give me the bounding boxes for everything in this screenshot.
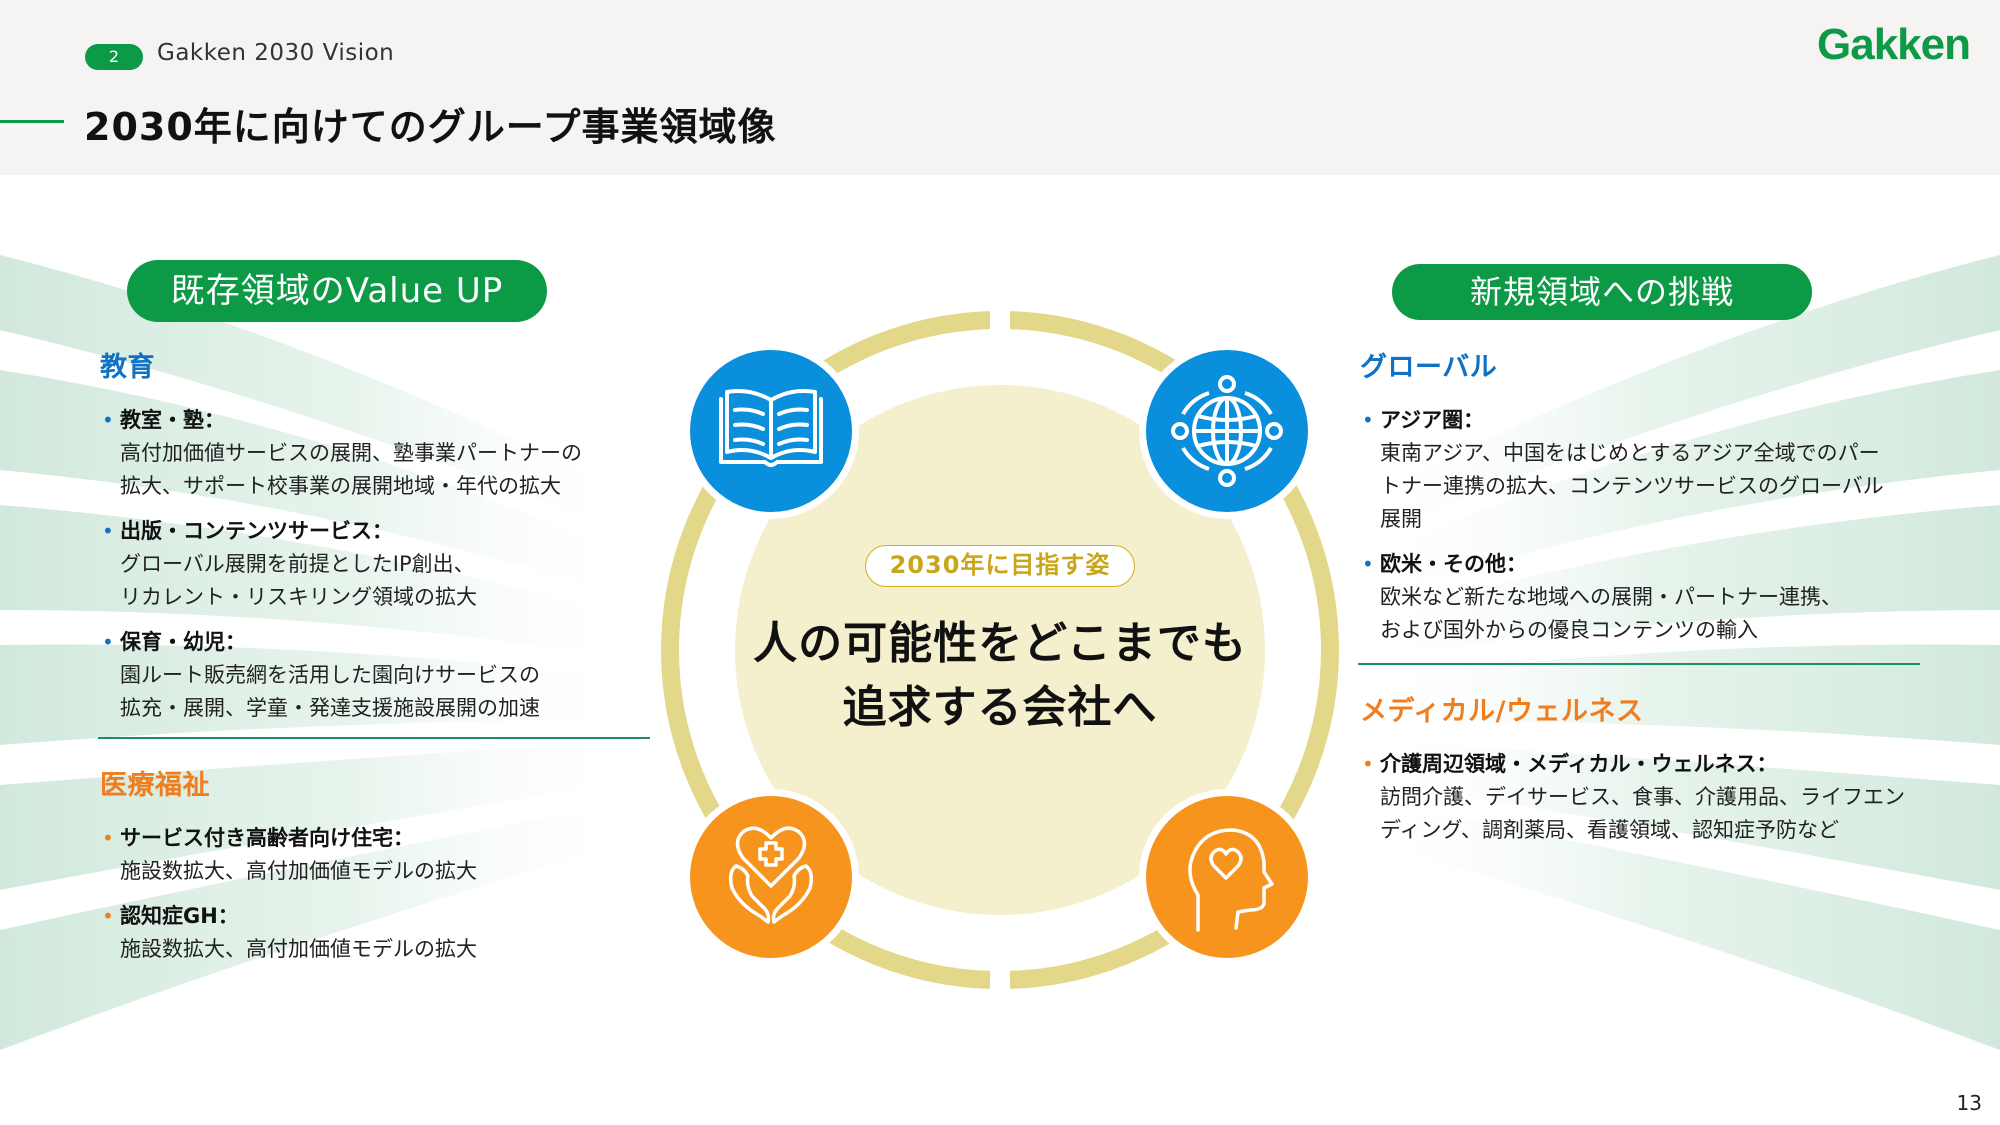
item-heading: 教室・塾：: [120, 408, 225, 432]
bullet-icon: •: [1362, 752, 1374, 776]
vision-statement: 人の可能性をどこまでも 追求する会社へ: [753, 618, 1247, 733]
center-cream-circle: [735, 385, 1265, 915]
open-book-icon: [683, 343, 859, 519]
list-item: • 教室・塾： 高付加価値サービスの展開、塾事業パートナーの 拡大、サポート校事…: [100, 404, 650, 503]
bullet-icon: •: [102, 630, 114, 654]
bullet-icon: •: [102, 519, 114, 543]
existing-domain-pill: 既存領域のValue UP: [127, 260, 547, 322]
section-divider: [98, 737, 650, 739]
item-body: 訪問介護、デイサービス、食事、介護用品、ライフエン ディング、調剤薬局、看護領域…: [1380, 785, 1905, 842]
bullet-icon: •: [102, 904, 114, 928]
list-item: • 出版・コンテンツサービス： グローバル展開を前提としたIP創出、 リカレント…: [100, 515, 650, 614]
head-heart-icon: [1139, 789, 1315, 965]
item-body: 施設数拡大、高付加価値モデルの拡大: [120, 937, 477, 961]
section-divider: [1358, 663, 1920, 665]
item-heading: サービス付き高齢者向け住宅：: [120, 826, 414, 850]
page-number: 13: [1956, 1091, 1982, 1115]
section-label: Gakken 2030 Vision: [157, 40, 395, 66]
list-item: • 保育・幼児： 園ルート販売網を活用した園向けサービスの 拡充・展開、学童・発…: [100, 626, 650, 725]
bullet-icon: •: [1362, 552, 1374, 576]
bullet-icon: •: [1362, 408, 1374, 432]
item-body: 東南アジア、中国をはじめとするアジア全域でのパー トナー連携の拡大、コンテンツサ…: [1380, 441, 1884, 531]
vision-circle-diagram: [661, 305, 1339, 995]
list-item: • サービス付き高齢者向け住宅： 施設数拡大、高付加価値モデルの拡大: [100, 822, 650, 888]
item-heading: アジア圏：: [1380, 408, 1485, 432]
item-heading: 保育・幼児：: [120, 630, 246, 654]
category-title-global: グローバル: [1360, 352, 1498, 383]
new-domain-pill: 新規領域への挑戦: [1392, 264, 1812, 320]
item-heading: 出版・コンテンツサービス：: [120, 519, 393, 543]
background-rays: [0, 255, 2000, 1050]
section-number-badge: 2: [85, 44, 143, 70]
category-title-healthcare: 医療福祉: [100, 770, 210, 801]
page-title: 2030年に向けてのグループ事業領域像: [84, 105, 777, 149]
item-body: 園ルート販売網を活用した園向けサービスの 拡充・展開、学童・発達支援施設展開の加…: [120, 663, 540, 720]
vision-tag: 2030年に目指す姿: [865, 545, 1135, 587]
item-body: 施設数拡大、高付加価値モデルの拡大: [120, 859, 477, 883]
list-item: • 介護周辺領域・メディカル・ウェルネス： 訪問介護、デイサービス、食事、介護用…: [1360, 748, 1920, 847]
item-heading: 認知症GH：: [120, 904, 239, 928]
heart-hands-icon: [683, 789, 859, 965]
list-item: • アジア圏： 東南アジア、中国をはじめとするアジア全域でのパー トナー連携の拡…: [1360, 404, 1920, 536]
list-item: • 欧米・その他： 欧米など新たな地域への展開・パートナー連携、 および国外から…: [1360, 548, 1920, 647]
title-accent-line: [0, 120, 64, 123]
header-band: 2 Gakken 2030 Vision 2030年に向けてのグループ事業領域像…: [0, 0, 2000, 175]
item-body: 欧米など新たな地域への展開・パートナー連携、 および国外からの優良コンテンツの輸…: [1380, 585, 1842, 642]
bullet-icon: •: [102, 408, 114, 432]
new-domain-column: グローバル • アジア圏： 東南アジア、中国をはじめとするアジア全域でのパー ト…: [1358, 345, 1920, 859]
category-title-medical-wellness: メディカル/ウェルネス: [1360, 696, 1644, 727]
category-title-education: 教育: [100, 352, 155, 383]
existing-domain-column: 教育 • 教室・塾： 高付加価値サービスの展開、塾事業パートナーの 拡大、サポー…: [98, 345, 650, 978]
item-heading: 欧米・その他：: [1380, 552, 1527, 576]
gakken-logo: Gakken: [1817, 20, 1971, 69]
item-body: 高付加価値サービスの展開、塾事業パートナーの 拡大、サポート校事業の展開地域・年…: [120, 441, 582, 498]
item-body: グローバル展開を前提としたIP創出、 リカレント・リスキリング領域の拡大: [120, 552, 477, 609]
bullet-icon: •: [102, 826, 114, 850]
globe-network-icon: [1139, 343, 1315, 519]
item-heading: 介護周辺領域・メディカル・ウェルネス：: [1380, 752, 1778, 776]
list-item: • 認知症GH： 施設数拡大、高付加価値モデルの拡大: [100, 900, 650, 966]
